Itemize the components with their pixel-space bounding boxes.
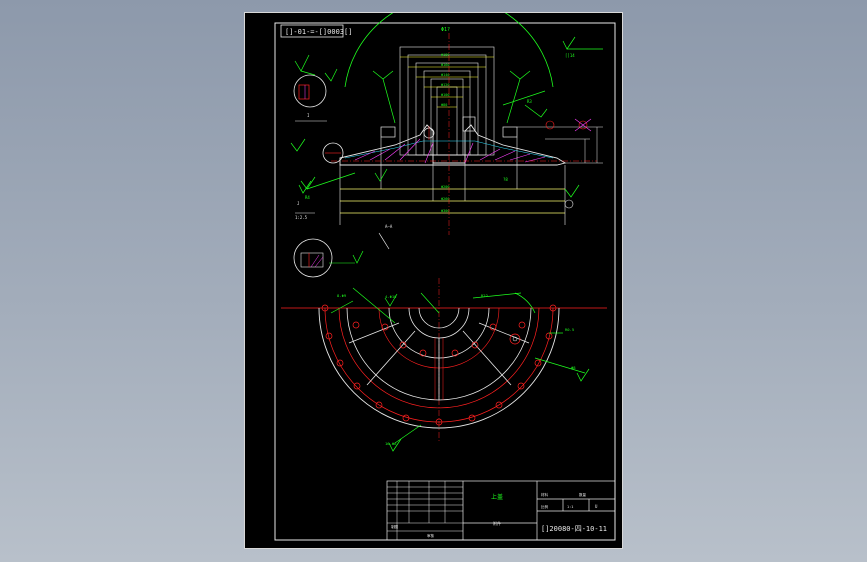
- title-block-text: 上盖 附件 []20080-四-10-11 材料 比例 1:1 数量 U 制图 …: [391, 492, 607, 538]
- r-note: R0.5: [565, 327, 574, 332]
- svg-text:Φ120: Φ120: [441, 83, 449, 87]
- top-diameter-dim: Φ1?: [441, 27, 450, 33]
- svg-text:J: J: [297, 201, 299, 206]
- hole-note: 8-Φ9: [337, 293, 347, 298]
- svg-text:[]14: []14: [565, 53, 575, 58]
- detail-label-a: I: [307, 113, 310, 118]
- svg-text:Φ300: Φ300: [441, 209, 449, 213]
- qty-label: 数量: [579, 492, 587, 497]
- part-sub: 附件: [493, 520, 501, 526]
- drawing-sheet: []-01-=-[]0003[] Φ1?: [244, 12, 623, 549]
- right-note: Φ8: [571, 365, 576, 370]
- half-plan-view: 8-Φ9 4-Φ10 R22 Φ8 16-Φ6 R0.5: [281, 278, 607, 452]
- scale-value: 1:1: [567, 505, 573, 509]
- svg-text:Φ180: Φ180: [441, 53, 449, 57]
- svg-text:Φ100: Φ100: [441, 93, 449, 97]
- drawing-code-box: []-01-=-[]0003[]: [280, 24, 352, 38]
- drawing-number: []20080-四-10-11: [541, 525, 607, 533]
- svg-text:R4: R4: [305, 195, 310, 200]
- slot-note: 4-Φ10: [385, 294, 397, 299]
- qty-value: U: [595, 504, 598, 509]
- cad-canvas: []-01-=-[]0003[] Φ1?: [274, 13, 616, 541]
- check-label: 审核: [427, 533, 435, 538]
- svg-text:Φ200: Φ200: [441, 185, 449, 189]
- svg-text:?8: ?8: [503, 177, 508, 182]
- section-label: A—A: [385, 224, 393, 229]
- svg-text:Φ160: Φ160: [441, 63, 449, 67]
- radius-note: R22: [481, 293, 488, 298]
- svg-text:R3: R3: [527, 99, 532, 104]
- svg-text:Φ260: Φ260: [441, 197, 449, 201]
- detail-scale: 1:2.5: [295, 215, 308, 220]
- drawing-code-text: []-01-=-[]0003[]: [285, 28, 352, 36]
- part-name: 上盖: [491, 493, 503, 501]
- inner-frame: [274, 22, 616, 541]
- scale-label: 比例: [541, 504, 549, 509]
- svg-text:Φ80: Φ80: [441, 103, 447, 107]
- left-detail-views: I J 1:2.5: [290, 54, 364, 278]
- svg-text:Φ140: Φ140: [441, 73, 449, 77]
- title-block: [386, 480, 616, 541]
- bottom-hole-note: 16-Φ6: [385, 441, 397, 446]
- drawn-label: 制图: [391, 524, 399, 529]
- material-label: 材料: [541, 492, 549, 497]
